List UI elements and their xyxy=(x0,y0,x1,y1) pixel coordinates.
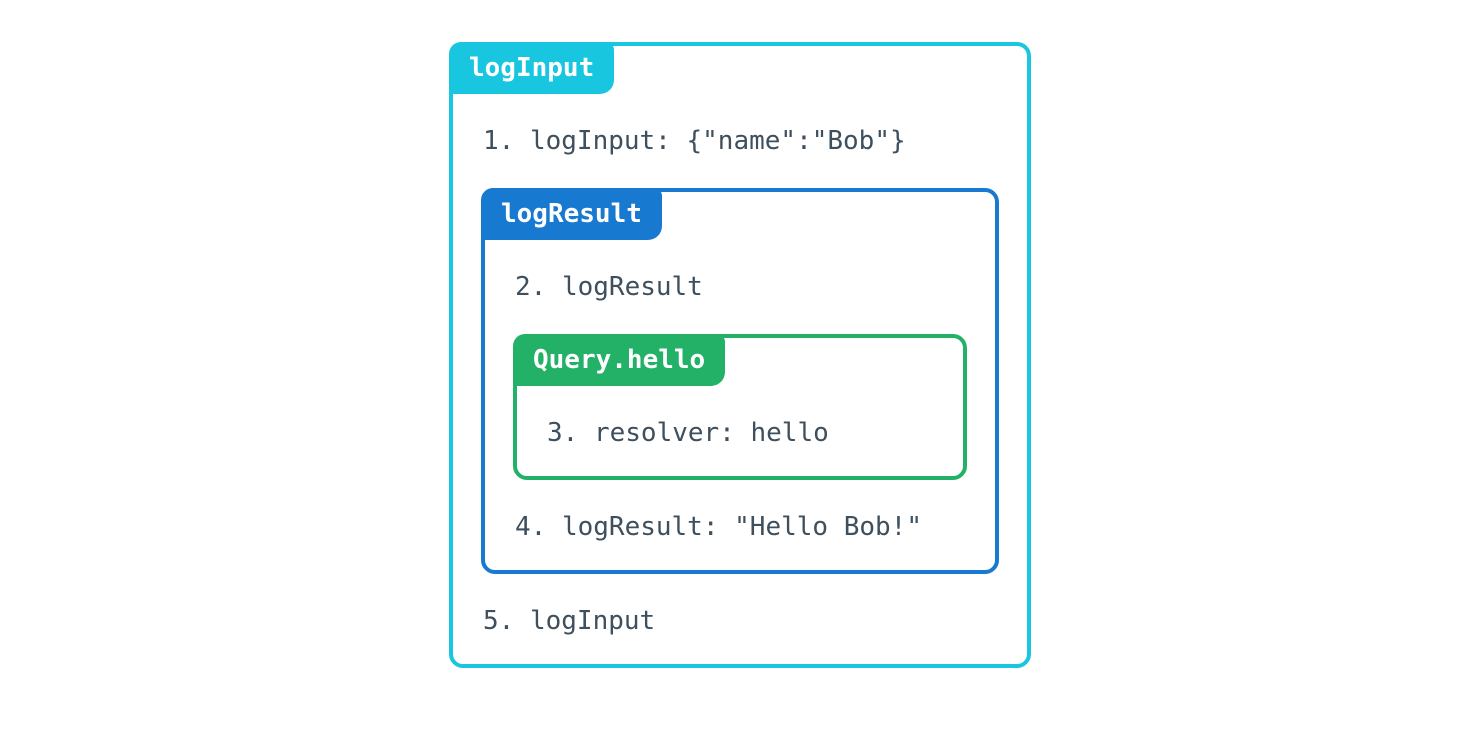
logresult-plugin-box: logResult 2. logResult Query.hello 3. re… xyxy=(481,188,999,574)
loginput-plugin-box: logInput 1. logInput: {"name":"Bob"} log… xyxy=(449,42,1031,668)
step-4-logresult-after: 4. logResult: "Hello Bob!" xyxy=(515,512,922,542)
plugin-lifecycle-diagram: logInput 1. logInput: {"name":"Bob"} log… xyxy=(449,42,1031,668)
loginput-badge: logInput xyxy=(449,42,615,94)
step-3-resolver: 3. resolver: hello xyxy=(547,418,829,448)
query-hello-resolver-box: Query.hello 3. resolver: hello xyxy=(513,334,967,480)
step-2-logresult-before: 2. logResult xyxy=(515,272,703,302)
logresult-badge: logResult xyxy=(481,188,662,240)
step-5-loginput-after: 5. logInput xyxy=(483,606,656,636)
query-hello-badge: Query.hello xyxy=(513,334,726,386)
step-1-loginput-before: 1. logInput: {"name":"Bob"} xyxy=(483,126,906,156)
